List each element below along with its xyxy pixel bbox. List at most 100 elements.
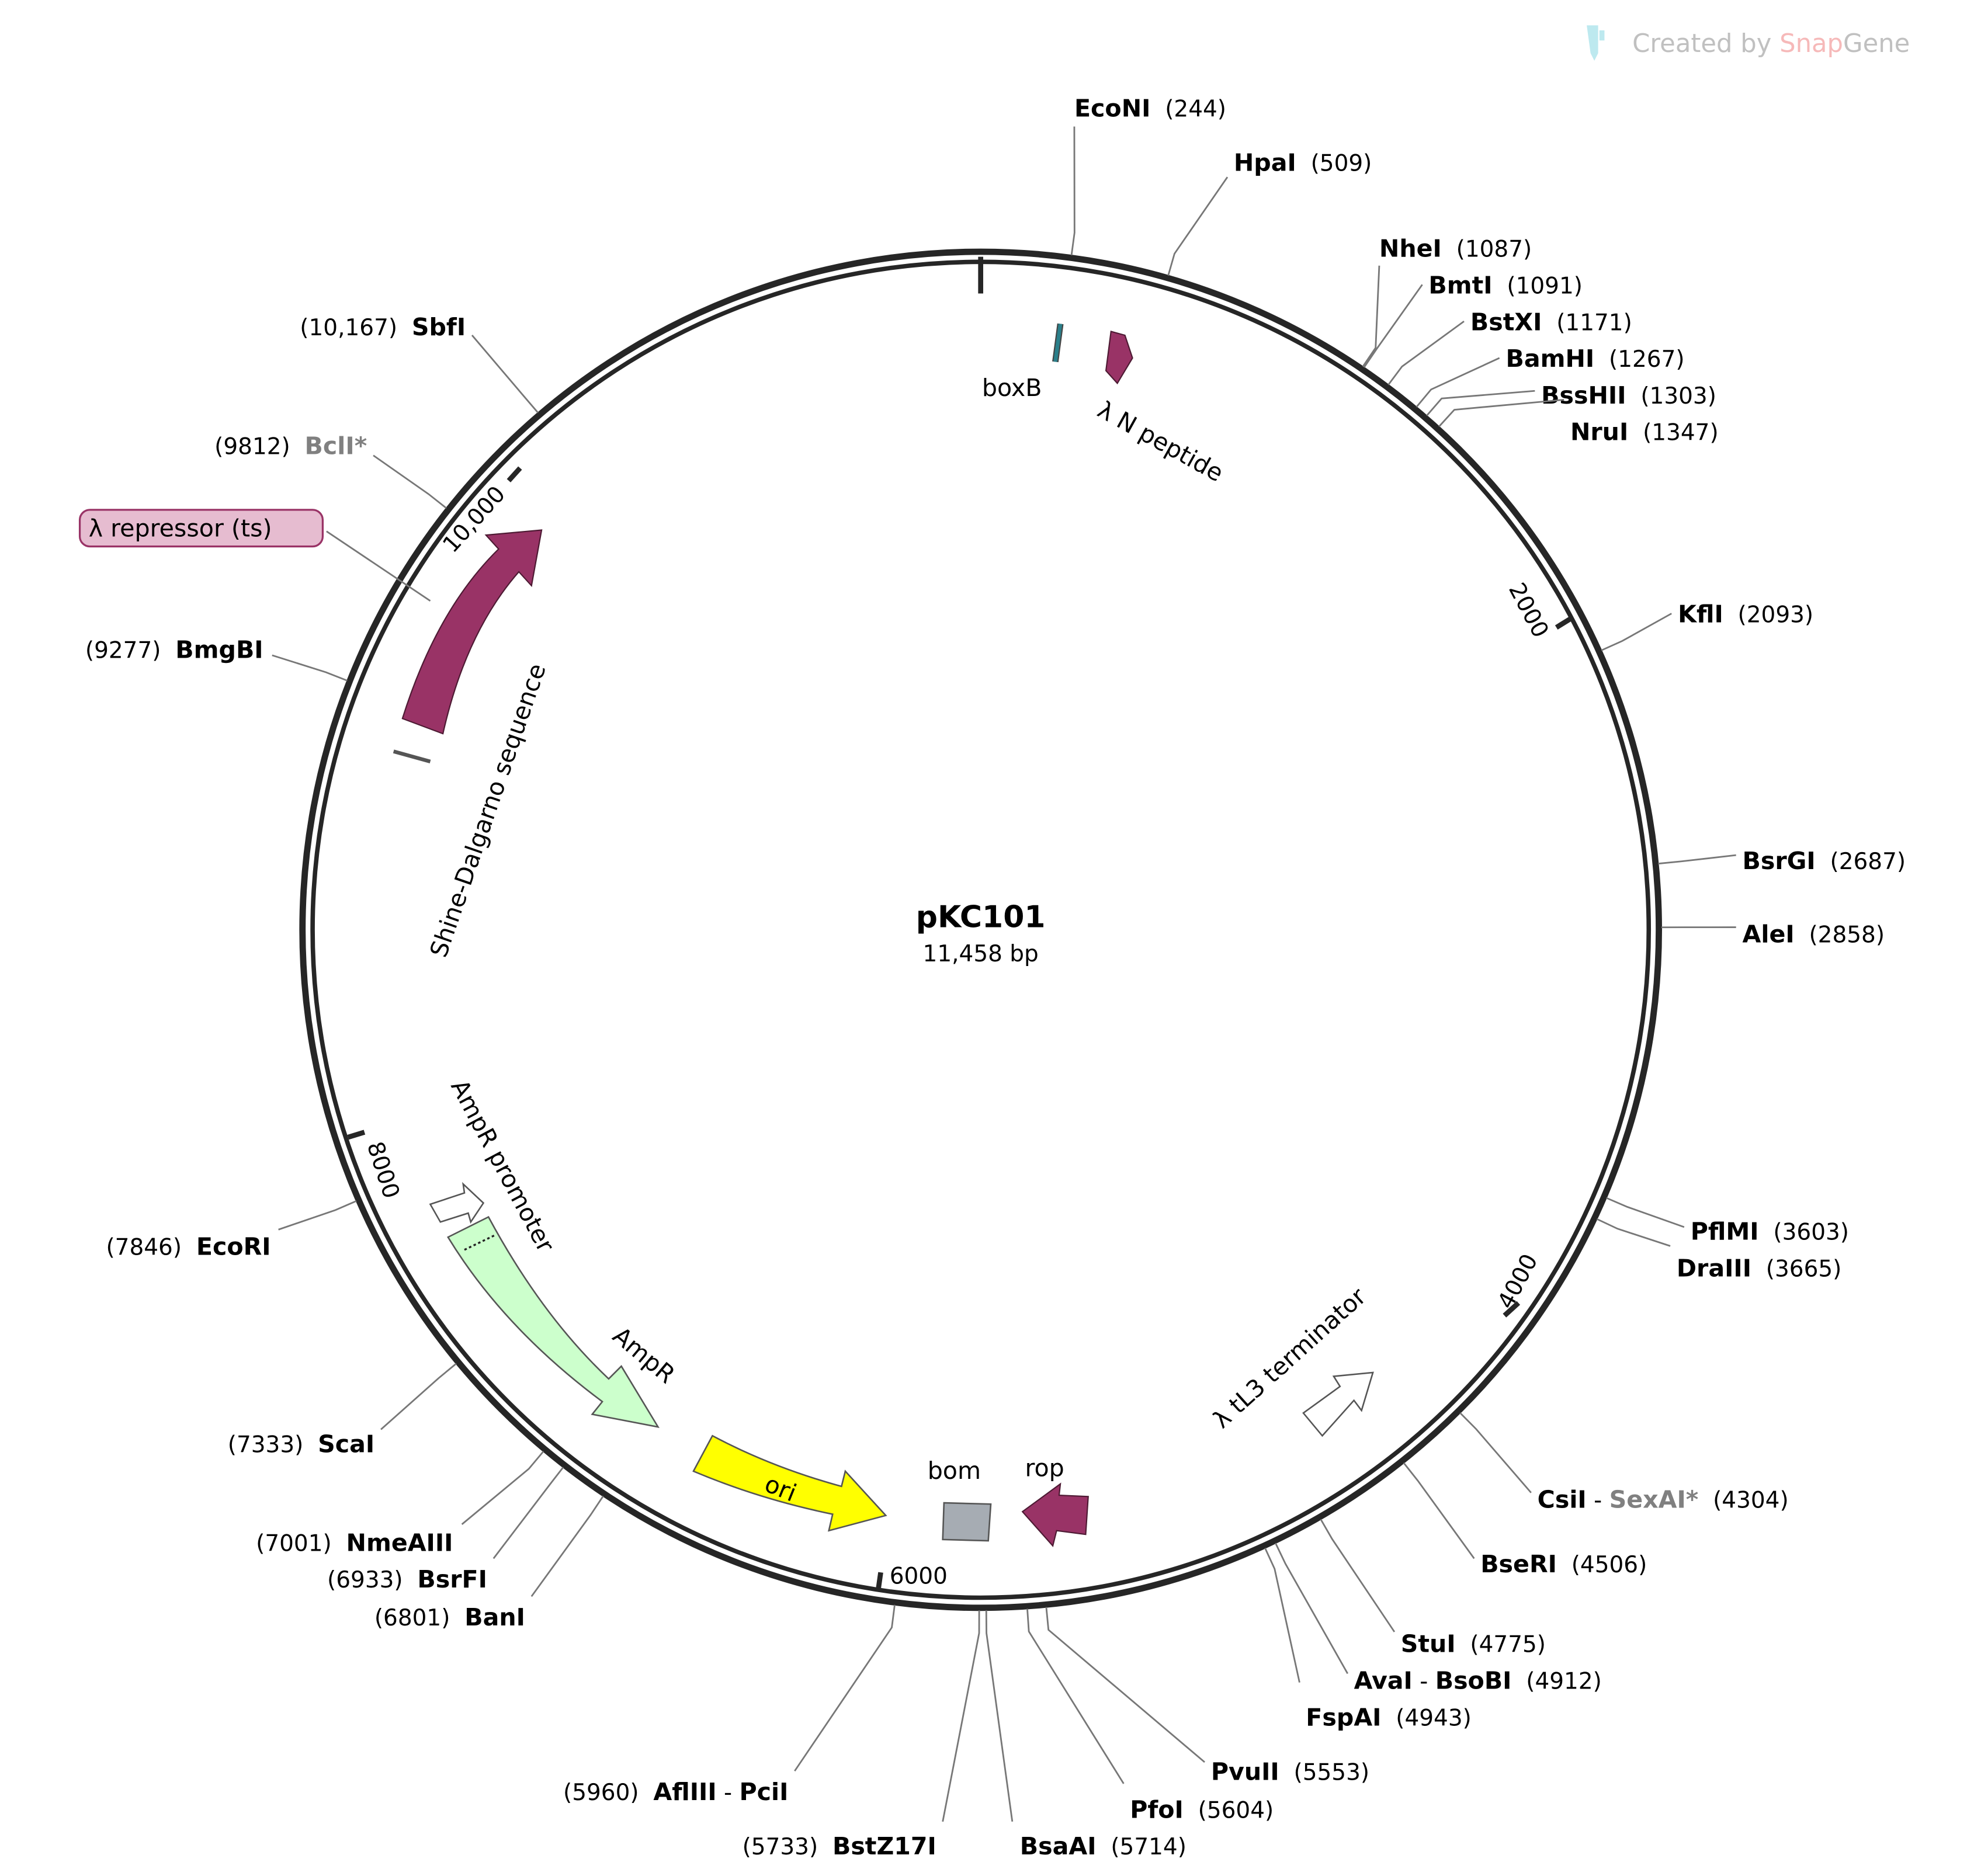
enzyme-position: (509) xyxy=(1311,150,1372,176)
enzyme-label[interactable]: (7333) ScaI xyxy=(228,1430,374,1458)
enzyme-position: (7001) xyxy=(256,1530,332,1557)
tick-4000 xyxy=(1503,1301,1521,1318)
enzyme-name: BmtI xyxy=(1428,271,1492,299)
feature-tl3-terminator[interactable]: λ tL3 terminator xyxy=(1208,1282,1374,1437)
enzyme-site-bsrfi[interactable]: (6933) BsrFI xyxy=(327,1467,564,1593)
enzyme-label[interactable]: NruI (1347) xyxy=(1570,418,1719,446)
enzyme-site-fspai[interactable]: FspAI (4943) xyxy=(1264,1548,1472,1732)
feature-label-boxb: boxB xyxy=(982,374,1042,402)
enzyme-label[interactable]: (6801) BanI xyxy=(374,1603,525,1631)
enzyme-name: KflI xyxy=(1678,600,1723,628)
enzyme-site-alei[interactable]: AleI (2858) xyxy=(1661,920,1885,949)
enzyme-position: (7333) xyxy=(228,1432,304,1458)
enzyme-name: BanI xyxy=(464,1603,525,1631)
enzyme-name: BssHII xyxy=(1541,381,1626,409)
enzyme-label[interactable]: BstXI (1171) xyxy=(1470,308,1632,336)
enzyme-leader-line xyxy=(1045,1607,1205,1763)
enzyme-site-pvuii[interactable]: PvuII (5553) xyxy=(1045,1607,1369,1786)
enzyme-label[interactable]: BseRI (4506) xyxy=(1480,1550,1647,1578)
enzyme-label[interactable]: NheI (1087) xyxy=(1379,235,1532,263)
enzyme-site-bsshii[interactable]: BssHII (1303) xyxy=(1426,381,1716,416)
enzyme-label[interactable]: AvaI - BsoBI (4912) xyxy=(1354,1666,1602,1694)
enzyme-site-nhei[interactable]: NheI (1087) xyxy=(1362,235,1532,367)
feature-ori[interactable]: ori xyxy=(692,1434,887,1532)
feature-rop[interactable]: rop xyxy=(1021,1454,1089,1547)
feature-boxb[interactable]: boxB xyxy=(982,323,1064,402)
enzyme-label[interactable]: HpaI (509) xyxy=(1234,148,1372,176)
enzyme-label[interactable]: PvuII (5553) xyxy=(1211,1757,1369,1785)
enzyme-label[interactable]: CsiI - SexAI* (4304) xyxy=(1538,1486,1789,1514)
enzyme-position: (4304) xyxy=(1713,1488,1789,1514)
enzyme-site-kfli[interactable]: KflI (2093) xyxy=(1601,600,1813,651)
restriction-sites: EcoNI (244) HpaI (509) NheI (1087) BmtI (10… xyxy=(85,94,1906,1860)
feature-label-tl3: λ tL3 terminator xyxy=(1208,1282,1372,1433)
enzyme-leader-line xyxy=(1459,1412,1532,1493)
feature-label-repressor: λ repressor (ts) xyxy=(89,514,272,542)
enzyme-label[interactable]: (5733) BstZ17I xyxy=(743,1832,936,1860)
enzyme-label[interactable]: BsaAI (5714) xyxy=(1020,1832,1187,1860)
enzyme-site-nmeaiii[interactable]: (7001) NmeAIII xyxy=(256,1451,544,1557)
enzyme-site-bstxi[interactable]: BstXI (1171) xyxy=(1387,308,1632,385)
enzyme-name: BsrGI xyxy=(1743,847,1816,875)
enzyme-site-bsrgi[interactable]: BsrGI (2687) xyxy=(1658,847,1906,875)
enzyme-site-bmgbi[interactable]: (9277) BmgBI xyxy=(85,635,348,682)
enzyme-label[interactable]: (7001) NmeAIII xyxy=(256,1528,453,1557)
enzyme-leader-line xyxy=(1596,1218,1671,1247)
enzyme-label[interactable]: FspAI (4943) xyxy=(1306,1703,1472,1731)
enzyme-site-nrui[interactable]: NruI (1347) xyxy=(1438,399,1719,446)
enzyme-site-sbfi[interactable]: (10,167) SbfI xyxy=(300,313,539,414)
enzyme-name: StuI xyxy=(1401,1630,1456,1658)
enzyme-label[interactable]: EcoNI (244) xyxy=(1074,94,1226,122)
enzyme-label[interactable]: PfoI (5604) xyxy=(1130,1795,1274,1823)
enzyme-position: (4775) xyxy=(1470,1632,1546,1658)
enzyme-site-ecori[interactable]: (7846) EcoRI xyxy=(106,1200,357,1261)
enzyme-label[interactable]: (9812) BclI* xyxy=(214,432,367,460)
enzyme-position: (1303) xyxy=(1640,383,1716,409)
feature-bom[interactable]: bom xyxy=(928,1457,992,1542)
enzyme-label[interactable]: BssHII (1303) xyxy=(1541,381,1716,409)
enzyme-position: (1087) xyxy=(1456,237,1532,263)
enzyme-label[interactable]: (9277) BmgBI xyxy=(85,635,263,663)
enzyme-site-bseri[interactable]: BseRI (4506) xyxy=(1403,1462,1647,1578)
feature-label-n-peptide: λ N peptide xyxy=(1093,395,1228,487)
enzyme-label[interactable]: (10,167) SbfI xyxy=(300,313,466,341)
enzyme-site-bmti[interactable]: BmtI (1091) xyxy=(1363,271,1583,368)
enzyme-site-afliii[interactable]: (5960) AflIII - PciI xyxy=(563,1604,896,1806)
tube-icon xyxy=(1587,25,1598,61)
enzyme-site-draiii[interactable]: DraIII (3665) xyxy=(1596,1218,1842,1282)
feature-lambda-n-peptide[interactable]: λ N peptide xyxy=(1093,331,1228,487)
enzyme-label[interactable]: BsrGI (2687) xyxy=(1743,847,1906,875)
enzyme-label[interactable]: (5960) AflIII - PciI xyxy=(563,1778,788,1806)
enzyme-label[interactable]: KflI (2093) xyxy=(1678,600,1813,628)
enzyme-label[interactable]: AleI (2858) xyxy=(1743,920,1885,949)
enzyme-name: FspAI xyxy=(1306,1703,1381,1731)
enzyme-site-bamhi[interactable]: BamHI (1267) xyxy=(1416,345,1685,408)
feature-ampr[interactable]: AmpR xyxy=(446,1215,681,1428)
enzyme-site-bstz17i[interactable]: (5733) BstZ17I xyxy=(743,1610,980,1860)
enzyme-site-econi[interactable]: EcoNI (244) xyxy=(1070,94,1226,256)
enzyme-label[interactable]: (7846) EcoRI xyxy=(106,1233,270,1261)
enzyme-site-bcli[interactable]: (9812) BclI* xyxy=(214,432,447,509)
enzyme-site-bsaai[interactable]: BsaAI (5714) xyxy=(985,1610,1187,1860)
enzyme-label[interactable]: (6933) BsrFI xyxy=(327,1565,487,1593)
enzyme-site-hpai[interactable]: HpaI (509) xyxy=(1167,148,1372,276)
enzyme-site-scai[interactable]: (7333) ScaI xyxy=(228,1363,457,1458)
feature-label-rop: rop xyxy=(1025,1454,1064,1482)
enzyme-leader-line xyxy=(1070,126,1076,256)
enzyme-site-csii[interactable]: CsiI - SexAI* (4304) xyxy=(1459,1412,1789,1514)
enzyme-label[interactable]: StuI (4775) xyxy=(1401,1630,1546,1658)
enzyme-leader-line xyxy=(1403,1462,1475,1559)
enzyme-site-pflmi[interactable]: PflMI (3603) xyxy=(1606,1197,1849,1246)
enzyme-site-avai[interactable]: AvaI - BsoBI (4912) xyxy=(1275,1543,1602,1694)
feature-lambda-repressor[interactable]: λ repressor (ts) xyxy=(78,509,543,735)
enzyme-leader-line xyxy=(1320,1519,1396,1632)
enzyme-label[interactable]: BamHI (1267) xyxy=(1506,345,1685,373)
enzyme-position: (5733) xyxy=(743,1834,818,1860)
enzyme-label[interactable]: PflMI (3603) xyxy=(1691,1218,1849,1246)
enzyme-leader-line xyxy=(1167,176,1229,276)
enzyme-label[interactable]: DraIII (3665) xyxy=(1677,1254,1842,1282)
enzyme-site-bani[interactable]: (6801) BanI xyxy=(374,1495,604,1632)
enzyme-site-pfoi[interactable]: PfoI (5604) xyxy=(1026,1609,1274,1823)
enzyme-label[interactable]: BmtI (1091) xyxy=(1428,271,1583,299)
enzyme-site-stui[interactable]: StuI (4775) xyxy=(1320,1519,1546,1658)
